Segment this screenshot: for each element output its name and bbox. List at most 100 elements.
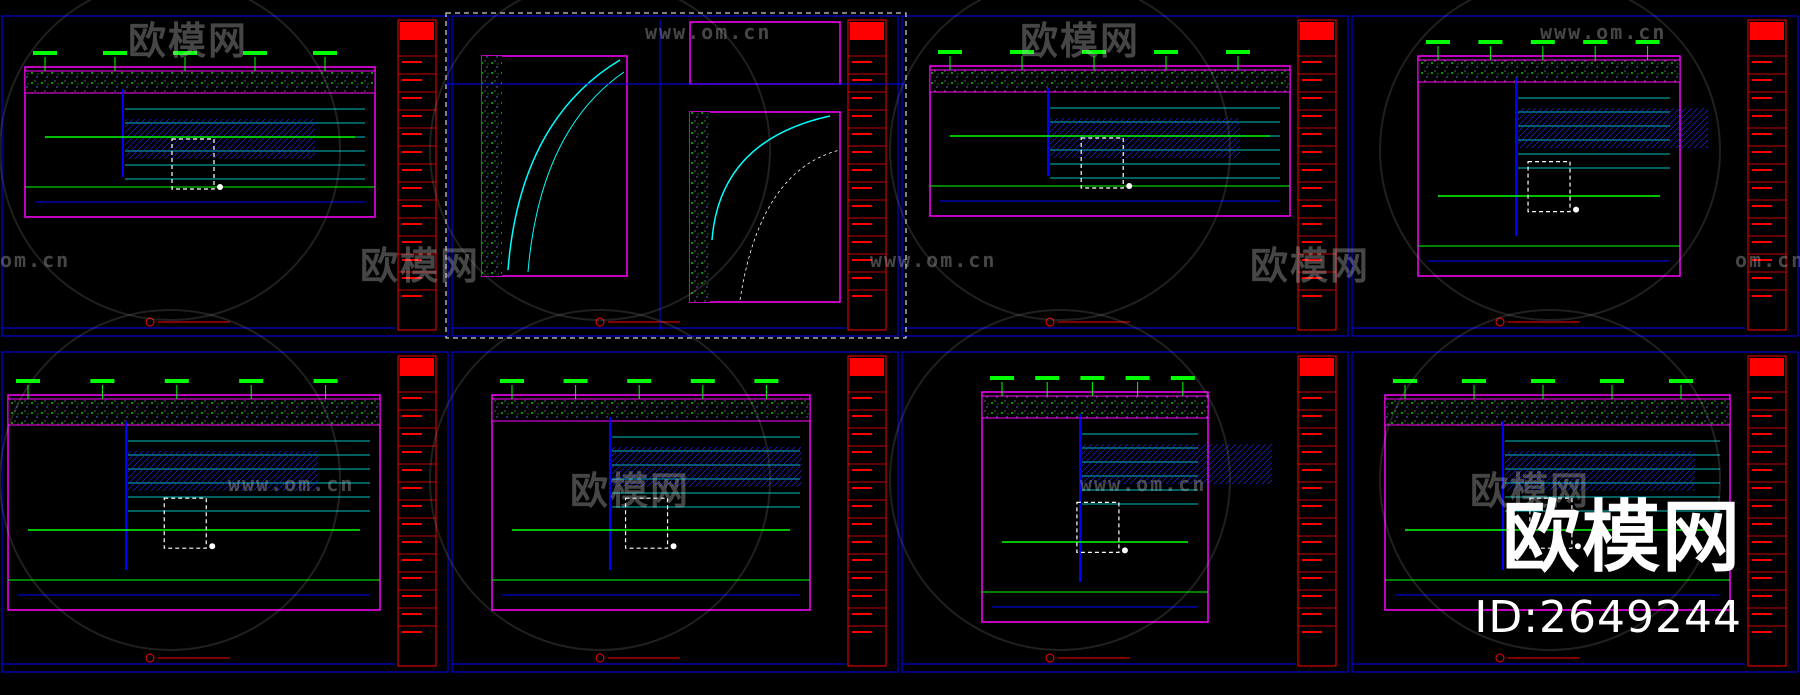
hatch-area xyxy=(1082,444,1272,484)
arch-detail-border xyxy=(689,21,841,85)
title-block-text xyxy=(1752,415,1772,417)
title-block-text xyxy=(1752,631,1772,633)
annotation-label xyxy=(1082,50,1106,54)
title-block-text xyxy=(402,541,422,543)
concrete-slab xyxy=(1384,398,1731,426)
title-block-text xyxy=(1302,451,1322,453)
watermark-arc xyxy=(429,0,771,321)
title-block-text xyxy=(1302,415,1322,417)
sheet-frame xyxy=(451,15,899,337)
drawing-tag xyxy=(1495,317,1505,327)
annotation-label xyxy=(990,376,1014,380)
title-block-text xyxy=(852,541,872,543)
arch-curve xyxy=(711,115,831,241)
title-block-text xyxy=(402,577,422,579)
title-block-text xyxy=(852,133,872,135)
arch-wall xyxy=(690,112,710,302)
title-block-text xyxy=(1752,577,1772,579)
callout-marker xyxy=(1573,206,1580,213)
title-block-logo xyxy=(1300,22,1334,40)
title-block-text xyxy=(852,79,872,81)
title-block-text xyxy=(852,259,872,261)
annotation-label xyxy=(239,379,264,383)
title-block-logo xyxy=(400,358,434,376)
hatch-area xyxy=(1050,118,1240,158)
title-block-text xyxy=(402,487,422,489)
callout-box xyxy=(1076,501,1120,553)
callout-marker xyxy=(670,543,677,550)
title-block-text xyxy=(1302,397,1322,399)
title-block-text xyxy=(852,241,872,243)
title-block-text xyxy=(402,223,422,225)
callout-marker xyxy=(1121,547,1128,554)
title-block-text xyxy=(402,595,422,597)
arch-curve xyxy=(527,71,625,273)
title-block-text xyxy=(402,133,422,135)
title-block xyxy=(397,19,437,331)
sheet-frame xyxy=(451,351,899,673)
hatch-area xyxy=(125,119,315,159)
title-block xyxy=(1747,19,1787,331)
watermark-arc xyxy=(1379,0,1721,321)
detail-border xyxy=(24,66,376,218)
title-block-text xyxy=(1752,241,1772,243)
drawing-tag xyxy=(145,653,155,663)
title-block-text xyxy=(1302,541,1322,543)
title-block-text xyxy=(402,505,422,507)
detail-border xyxy=(929,65,1291,217)
callout-marker xyxy=(1574,543,1581,550)
title-block-text xyxy=(852,433,872,435)
title-block-logo xyxy=(1750,358,1784,376)
title-block xyxy=(847,355,887,667)
title-block-text xyxy=(852,223,872,225)
title-block-text xyxy=(402,415,422,417)
callout-marker xyxy=(209,543,216,550)
title-block-text xyxy=(1302,259,1322,261)
annotation-label xyxy=(243,51,267,55)
concrete-slab xyxy=(929,69,1291,93)
sheet-frame xyxy=(1351,15,1799,337)
annotation-label xyxy=(33,51,57,55)
annotation-label xyxy=(1035,376,1060,380)
title-block-text xyxy=(852,487,872,489)
title-block-text xyxy=(1302,469,1322,471)
callout-box xyxy=(1527,161,1571,213)
title-block-text xyxy=(402,241,422,243)
arch-wall xyxy=(482,56,502,276)
title-block-text xyxy=(402,61,422,63)
title-block-text xyxy=(1752,523,1772,525)
title-block-text xyxy=(852,595,872,597)
annotation-label xyxy=(754,379,779,383)
concrete-slab xyxy=(24,70,376,94)
hatch-area xyxy=(612,447,802,487)
title-block-text xyxy=(1302,61,1322,63)
title-block-text xyxy=(1302,487,1322,489)
annotation-label xyxy=(313,51,337,55)
title-block-text xyxy=(1752,205,1772,207)
title-block-text xyxy=(1302,433,1322,435)
title-block-text xyxy=(852,415,872,417)
watermark-arc xyxy=(0,309,341,651)
title-block-text xyxy=(402,631,422,633)
title-block-text xyxy=(1752,151,1772,153)
callout-box xyxy=(624,497,669,549)
title-block-text xyxy=(1302,205,1322,207)
sheet-frame xyxy=(1,15,449,337)
annotation-label xyxy=(1154,50,1178,54)
title-block-text xyxy=(1302,505,1322,507)
title-block-text xyxy=(1752,595,1772,597)
title-block-text xyxy=(1752,397,1772,399)
annotation-label xyxy=(1125,376,1150,380)
annotation-label xyxy=(1583,40,1608,44)
title-block-text xyxy=(1302,187,1322,189)
selected-sheet xyxy=(445,12,907,339)
annotation-label xyxy=(1393,379,1417,383)
title-block-text xyxy=(1302,613,1322,615)
title-block-text xyxy=(1302,559,1322,561)
annotation-label xyxy=(1226,50,1250,54)
arch-detail-border xyxy=(481,55,628,277)
title-block-text xyxy=(852,559,872,561)
title-block-text xyxy=(1302,631,1322,633)
annotation-label xyxy=(1462,379,1486,383)
hatch-area xyxy=(1518,108,1708,148)
